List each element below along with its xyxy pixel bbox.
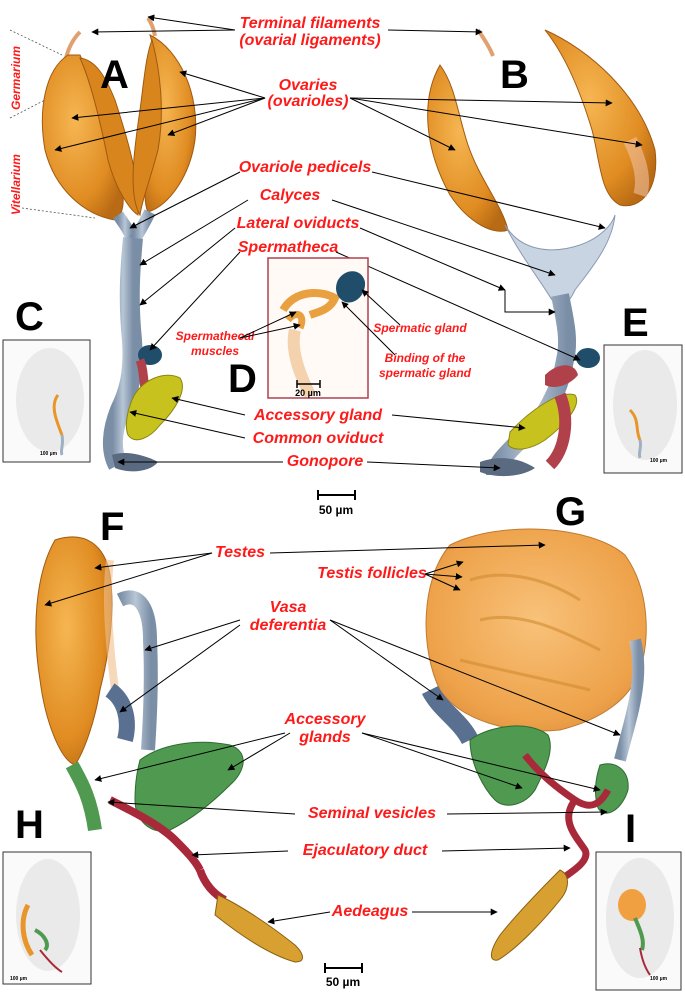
ovariole-left-b	[427, 64, 509, 232]
inset-e-whole-insect: 100 µm	[603, 344, 683, 474]
label-ovariole-pedicels: Ovariole pedicels	[239, 159, 372, 176]
spermatheca-b	[576, 348, 600, 368]
spermatic-gland-d	[336, 271, 366, 303]
panel-b-female-system	[427, 28, 657, 477]
panel-letter-e: E	[622, 301, 649, 345]
label-ejaculatory-duct: Ejaculatory duct	[303, 842, 428, 859]
ejaculatory-duct-f	[196, 868, 227, 904]
lateral-oviduct-a	[103, 237, 143, 470]
scale-bar-h: 100 µm	[10, 976, 28, 982]
scale-bar-bottom: 50 µm	[326, 975, 360, 989]
inset-h-whole-insect: 100 µm	[2, 851, 92, 985]
testis-f	[35, 536, 113, 766]
scale-bar-e: 100 µm	[650, 458, 668, 464]
label-ovarial-ligaments: (ovarial ligaments)	[239, 32, 380, 49]
label-testes: Testes	[215, 544, 265, 561]
label-spermathecal-muscles-2: muscles	[191, 344, 239, 358]
aedeagus-f	[214, 894, 303, 963]
inset-c-whole-insect: 100 µm	[2, 339, 91, 463]
label-common-oviduct: Common oviduct	[253, 430, 384, 447]
label-spermatheca: Spermatheca	[238, 239, 339, 256]
calyces-b	[504, 214, 616, 306]
label-lateral-oviducts: Lateral oviducts	[237, 215, 360, 232]
panel-letter-d: D	[228, 357, 257, 401]
label-gonopore: Gonopore	[287, 453, 364, 470]
label-ovarioles: (ovarioles)	[268, 93, 349, 110]
label-vasa-1: Vasa	[270, 599, 307, 616]
label-spermathecal-muscles-1: Spermathecal	[176, 329, 255, 343]
label-spermatic-gland: Spermatic gland	[373, 321, 467, 335]
scale-bar-top: 50 µm	[319, 503, 353, 517]
panel-letter-b: B	[500, 53, 529, 97]
label-binding-1: Binding of the	[385, 351, 466, 365]
label-ovaries: Ovaries	[279, 77, 338, 94]
panel-letter-c: C	[15, 295, 44, 339]
inset-i-whole-insect: 100 µm	[595, 851, 682, 991]
accessory-gland-g	[469, 725, 551, 806]
label-seminal-vesicles: Seminal vesicles	[308, 805, 436, 822]
testis-g	[425, 528, 647, 732]
scale-bar-d: 20 µm	[295, 388, 321, 398]
label-accessory-glands-1: Accessory	[284, 711, 367, 728]
scale-bar-i: 100 µm	[650, 976, 668, 982]
vas-deferens-f	[116, 590, 158, 751]
label-testis-follicles: Testis follicles	[317, 565, 427, 582]
inset-d-spermatheca-detail	[267, 257, 369, 399]
scale-bar-c: 100 µm	[40, 451, 58, 457]
accessory-gland-f	[134, 741, 244, 832]
label-vitellarium: Vitellarium	[9, 154, 23, 215]
panel-f-male-system	[35, 536, 303, 963]
vas-deferens-g	[421, 685, 479, 745]
label-binding-2: spermatic gland	[379, 366, 472, 380]
label-terminal-filaments: Terminal filaments	[240, 15, 381, 32]
label-accessory-glands-2: glands	[298, 729, 351, 746]
ovariole-right-b	[544, 29, 657, 207]
aedeagus-g	[491, 869, 568, 961]
panel-letter-a: A	[100, 53, 129, 97]
label-aedeagus: Aedeagus	[331, 903, 409, 920]
label-calyces: Calyces	[260, 187, 321, 204]
seminal-vesicle-f	[108, 796, 204, 872]
panel-letter-h: H	[15, 803, 44, 847]
ejaculatory-duct-g	[558, 797, 590, 883]
accessory-gland-a	[125, 374, 183, 441]
label-accessory-gland: Accessory gland	[253, 407, 383, 424]
label-vasa-2: deferentia	[250, 617, 327, 634]
panel-letter-f: F	[100, 505, 124, 549]
panel-letter-g: G	[555, 490, 586, 534]
label-germarium: Germarium	[9, 46, 23, 110]
panel-letter-i: I	[625, 807, 636, 851]
